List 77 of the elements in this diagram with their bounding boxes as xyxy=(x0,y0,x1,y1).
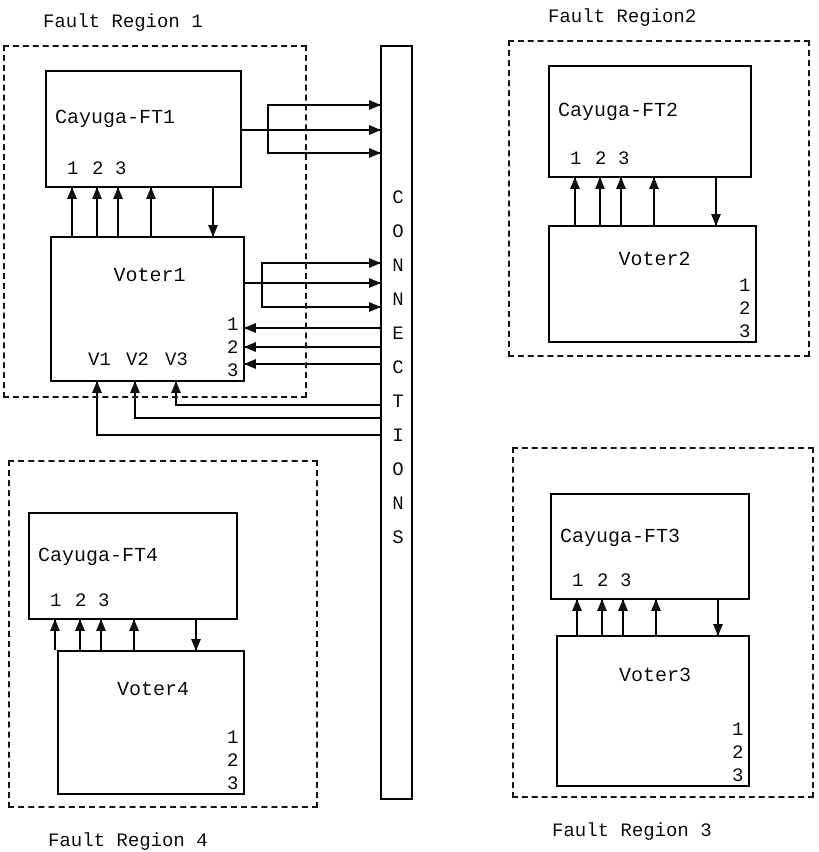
port-number: 3 xyxy=(739,323,750,342)
voter-box xyxy=(548,225,757,343)
processor-name: Cayuga-FT4 xyxy=(38,547,158,567)
port-number: 2 xyxy=(227,752,238,771)
port-label: V1 xyxy=(88,351,111,370)
port-number: 1 xyxy=(227,316,238,335)
voter-box xyxy=(50,236,245,382)
bus-label: CONNECTIONS xyxy=(388,187,407,561)
arrow xyxy=(597,599,607,635)
port-label: V3 xyxy=(165,351,188,370)
port-number: 1 xyxy=(732,721,744,740)
connections-bus xyxy=(380,45,413,800)
voter-name: Voter4 xyxy=(117,681,189,701)
port-number: 2 xyxy=(739,300,750,319)
processor-box xyxy=(45,70,242,188)
port-number: 2 xyxy=(75,592,86,611)
arrow xyxy=(244,359,380,369)
port-number: 2 xyxy=(732,744,744,763)
arrow xyxy=(649,177,659,225)
arrow xyxy=(96,619,106,650)
arrow xyxy=(244,342,380,352)
port-number: 1 xyxy=(67,160,78,179)
arrow xyxy=(711,178,721,226)
arrow xyxy=(191,620,201,651)
arrow xyxy=(50,619,60,650)
voter-box xyxy=(57,650,245,795)
port-number: 3 xyxy=(618,150,630,169)
arrow xyxy=(242,129,381,158)
port-number: 3 xyxy=(98,592,110,611)
arrow xyxy=(651,599,661,635)
arrow xyxy=(570,177,580,225)
port-number: 3 xyxy=(227,362,238,381)
arrow xyxy=(75,619,85,650)
arrow xyxy=(113,187,123,236)
arrow xyxy=(171,381,380,406)
arrow xyxy=(130,381,380,419)
arrow xyxy=(616,177,626,225)
port-number: 3 xyxy=(732,767,744,786)
voter-name: Voter3 xyxy=(619,667,691,687)
arrow xyxy=(67,187,77,236)
region-title: Fault Region2 xyxy=(548,8,696,27)
port-number: 1 xyxy=(572,572,584,591)
region-title: Fault Region 4 xyxy=(48,832,208,851)
arrow xyxy=(245,282,381,312)
processor-box xyxy=(550,493,750,600)
arrow xyxy=(208,188,218,237)
arrow xyxy=(595,177,605,225)
arrow xyxy=(146,187,156,236)
port-number: 2 xyxy=(92,160,104,179)
arrow xyxy=(129,619,139,650)
processor-name: Cayuga-FT2 xyxy=(558,102,678,122)
region-title: Fault Region 1 xyxy=(43,13,203,32)
processor-name: Cayuga-FT1 xyxy=(55,109,176,129)
port-number: 2 xyxy=(227,339,238,358)
port-number: 2 xyxy=(595,150,606,169)
processor-box xyxy=(548,65,752,178)
port-number: 1 xyxy=(227,729,238,748)
arrow xyxy=(618,599,628,635)
voter-name: Voter2 xyxy=(618,251,690,271)
arrow xyxy=(713,600,723,636)
arrow xyxy=(572,599,582,635)
region-title: Fault Region 3 xyxy=(552,822,712,841)
port-number: 1 xyxy=(739,277,750,296)
arrow xyxy=(92,381,380,436)
port-number: 3 xyxy=(620,572,632,591)
voter-box xyxy=(556,635,750,787)
port-label: V2 xyxy=(126,351,149,370)
processor-box xyxy=(28,512,238,620)
processor-name: Cayuga-FT3 xyxy=(560,528,680,548)
port-number: 2 xyxy=(597,572,608,591)
port-number: 3 xyxy=(227,775,238,794)
port-number: 1 xyxy=(50,592,62,611)
arrow xyxy=(244,323,380,333)
port-number: 1 xyxy=(570,150,582,169)
arrow xyxy=(92,187,102,236)
voter-name: Voter1 xyxy=(114,267,186,287)
port-number: 3 xyxy=(115,160,126,179)
